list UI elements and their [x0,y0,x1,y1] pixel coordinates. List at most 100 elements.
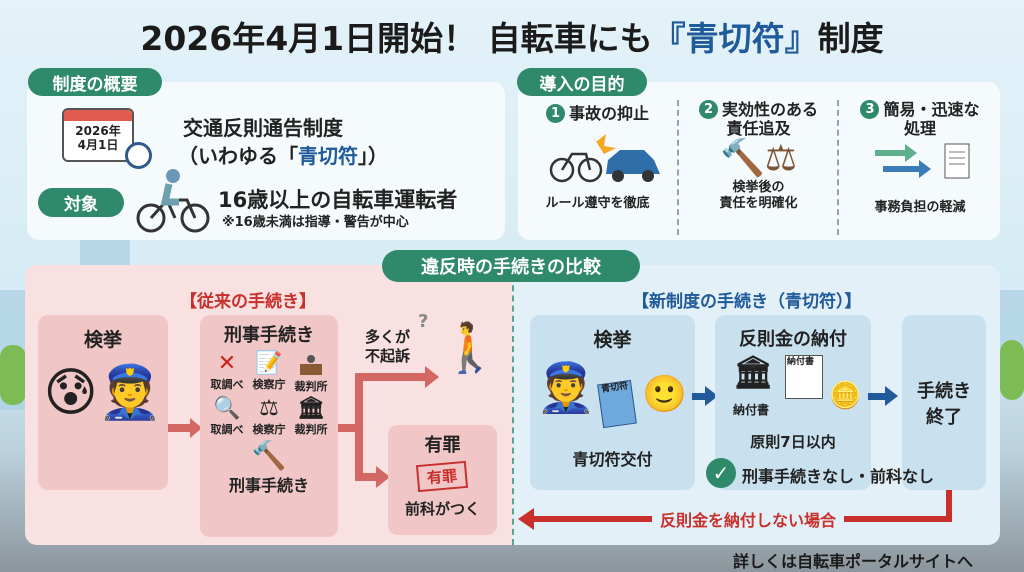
arrow-head [376,466,390,488]
new-arrest-label: 検挙 [593,329,632,351]
purpose-title: 事故の抑止 [568,104,649,123]
arrow-head [190,418,202,438]
new-arrest-box: 検挙 👮 青切符 🙂 青切符交付 [530,315,695,490]
blue-ticket-icon: 青切符 [597,379,637,429]
target-note: ※16歳未満は指導・警告が中心 [222,215,409,230]
question-mark-icon: ? [418,311,429,332]
calendar-year: 2026年 [75,124,121,138]
criminal-record-label: 前科がつく [404,500,480,518]
purpose-caption: 事務負担の軽減 [874,200,966,215]
no-record-text: 刑事手続きなし・前科なし [742,467,935,486]
payment-box: 反則金の納付 🏛 納付書 🪙 納付書 原則7日以内 [715,315,871,490]
arrow-head [425,366,439,388]
purpose-title: 実効性のある [721,100,818,119]
icon-label: 検察庁 [252,378,286,391]
alias-open: （いわゆる「 [178,144,298,168]
branch-arrow [355,473,377,481]
divider [677,100,679,235]
bank-icon: 🏛 [733,353,774,391]
new-heading: 【新制度の手続き（青切符）】 [632,292,862,312]
clock-icon [125,142,152,169]
page-title: 2026年4月1日開始！ 自転車にも『青切符』制度 [0,12,1024,60]
title-text: 2026年4月1日開始！ 自転車にも [140,19,653,58]
guilty-stamp: 有罪 [416,460,469,493]
worried-person-police-icon: 😰👮 [43,363,163,423]
icon-label: 裁判所 [294,423,328,436]
arrow-right [868,393,886,400]
procedure-end-box: 手続き 終了 [902,315,986,490]
deadline-label: 原則7日以内 [750,433,836,451]
not-prosecuted-line2: 不起訴 [365,347,411,365]
end-label-line2: 終了 [926,406,962,428]
arrow-head [885,386,898,406]
not-prosecuted-text: 多くが不起訴 [365,328,410,366]
guilty-box: 有罪 有罪 前科がつく [388,425,497,535]
title-suffix: 制度 [817,19,884,58]
branch-arrow [355,373,363,481]
tree-decoration [0,345,26,405]
walking-person-icon: 🚶 [440,320,500,376]
arrow-right [692,393,706,400]
courthouse-icon: 🏛 [297,396,325,421]
cyclist-icon [136,169,210,233]
system-name: 交通反則通告制度 [183,116,343,140]
document-icon: 📝 [255,351,283,376]
payment-slip-icon: 納付書 [785,355,823,399]
purpose-title: 簡易・迅速な [883,100,980,119]
cross-icon: ✕ [217,351,237,376]
branch-arrow [355,373,427,381]
payment-label: 反則金の納付 [739,329,847,350]
purpose-title-line2: 処理 [903,119,936,138]
divider [837,100,839,235]
payment-slip-label: 納付書 [733,403,770,417]
old-arrest-label: 検挙 [83,329,122,351]
purpose-badge: 導入の目的 [517,68,647,96]
old-heading: 【従来の手続き】 [180,292,316,312]
ticket-issue-label: 青切符交付 [572,450,653,469]
guilty-label: 有罪 [424,435,461,456]
scale-icon: ⚖ [259,396,279,421]
target-badge: 対象 [38,188,124,217]
portal-site-link[interactable]: 詳しくは自転車ポータルサイトへ [733,552,974,571]
criminal-procedure-bottom-label: 刑事手続き [228,476,309,495]
old-arrest-box: 検挙 😰👮 [38,315,168,490]
comparison-badge: 違反時の手続きの比較 [382,250,640,282]
accident-icon [520,124,675,186]
tree-decoration [1000,340,1024,400]
purpose-caption: ルール遵守を徹底 [545,196,650,211]
calendar-date: 4月1日 [77,138,119,152]
unpaid-return-arrow [946,490,952,522]
title-highlight: 『青切符』 [652,19,818,58]
coins-icon: 🪙 [829,381,862,411]
number-badge: 3 [860,100,880,119]
icon-label: 取調べ [210,423,244,436]
magnifier-icon: 🔍 [213,396,241,421]
unpaid-label: 反則金を納付しない場合 [652,507,845,531]
icon-label: 取調べ [210,378,244,391]
system-alias: （いわゆる「青切符」） [178,140,388,169]
alias-close: 」） [358,144,388,168]
not-prosecuted-line1: 多くが [365,328,411,346]
criminal-procedure-label: 刑事手続き [224,325,314,346]
end-label-line1: 手続き [917,380,971,402]
icon-label: 裁判所 [294,380,328,393]
alias-highlight: 青切符 [298,144,358,168]
number-badge: 2 [698,100,718,119]
purpose-caption-line2: 責任を明確化 [719,196,798,211]
number-badge: 1 [545,104,565,123]
gavel-scale-icon: 🔨⚖ [719,138,798,179]
icon-label: 検察庁 [252,423,286,436]
target-text: 16歳以上の自転車運転者 [218,188,458,212]
arrow-right [168,424,192,432]
branch-arrow [338,424,360,432]
arrow-head [705,386,718,406]
purpose-title-line2: 責任追及 [726,119,791,138]
overview-badge: 制度の概要 [28,68,162,96]
arrow-head [518,508,534,530]
purpose-caption: 検挙後の [732,180,785,195]
gavel-icon: 🔨 [251,439,287,472]
courtroom-icon [290,351,332,378]
